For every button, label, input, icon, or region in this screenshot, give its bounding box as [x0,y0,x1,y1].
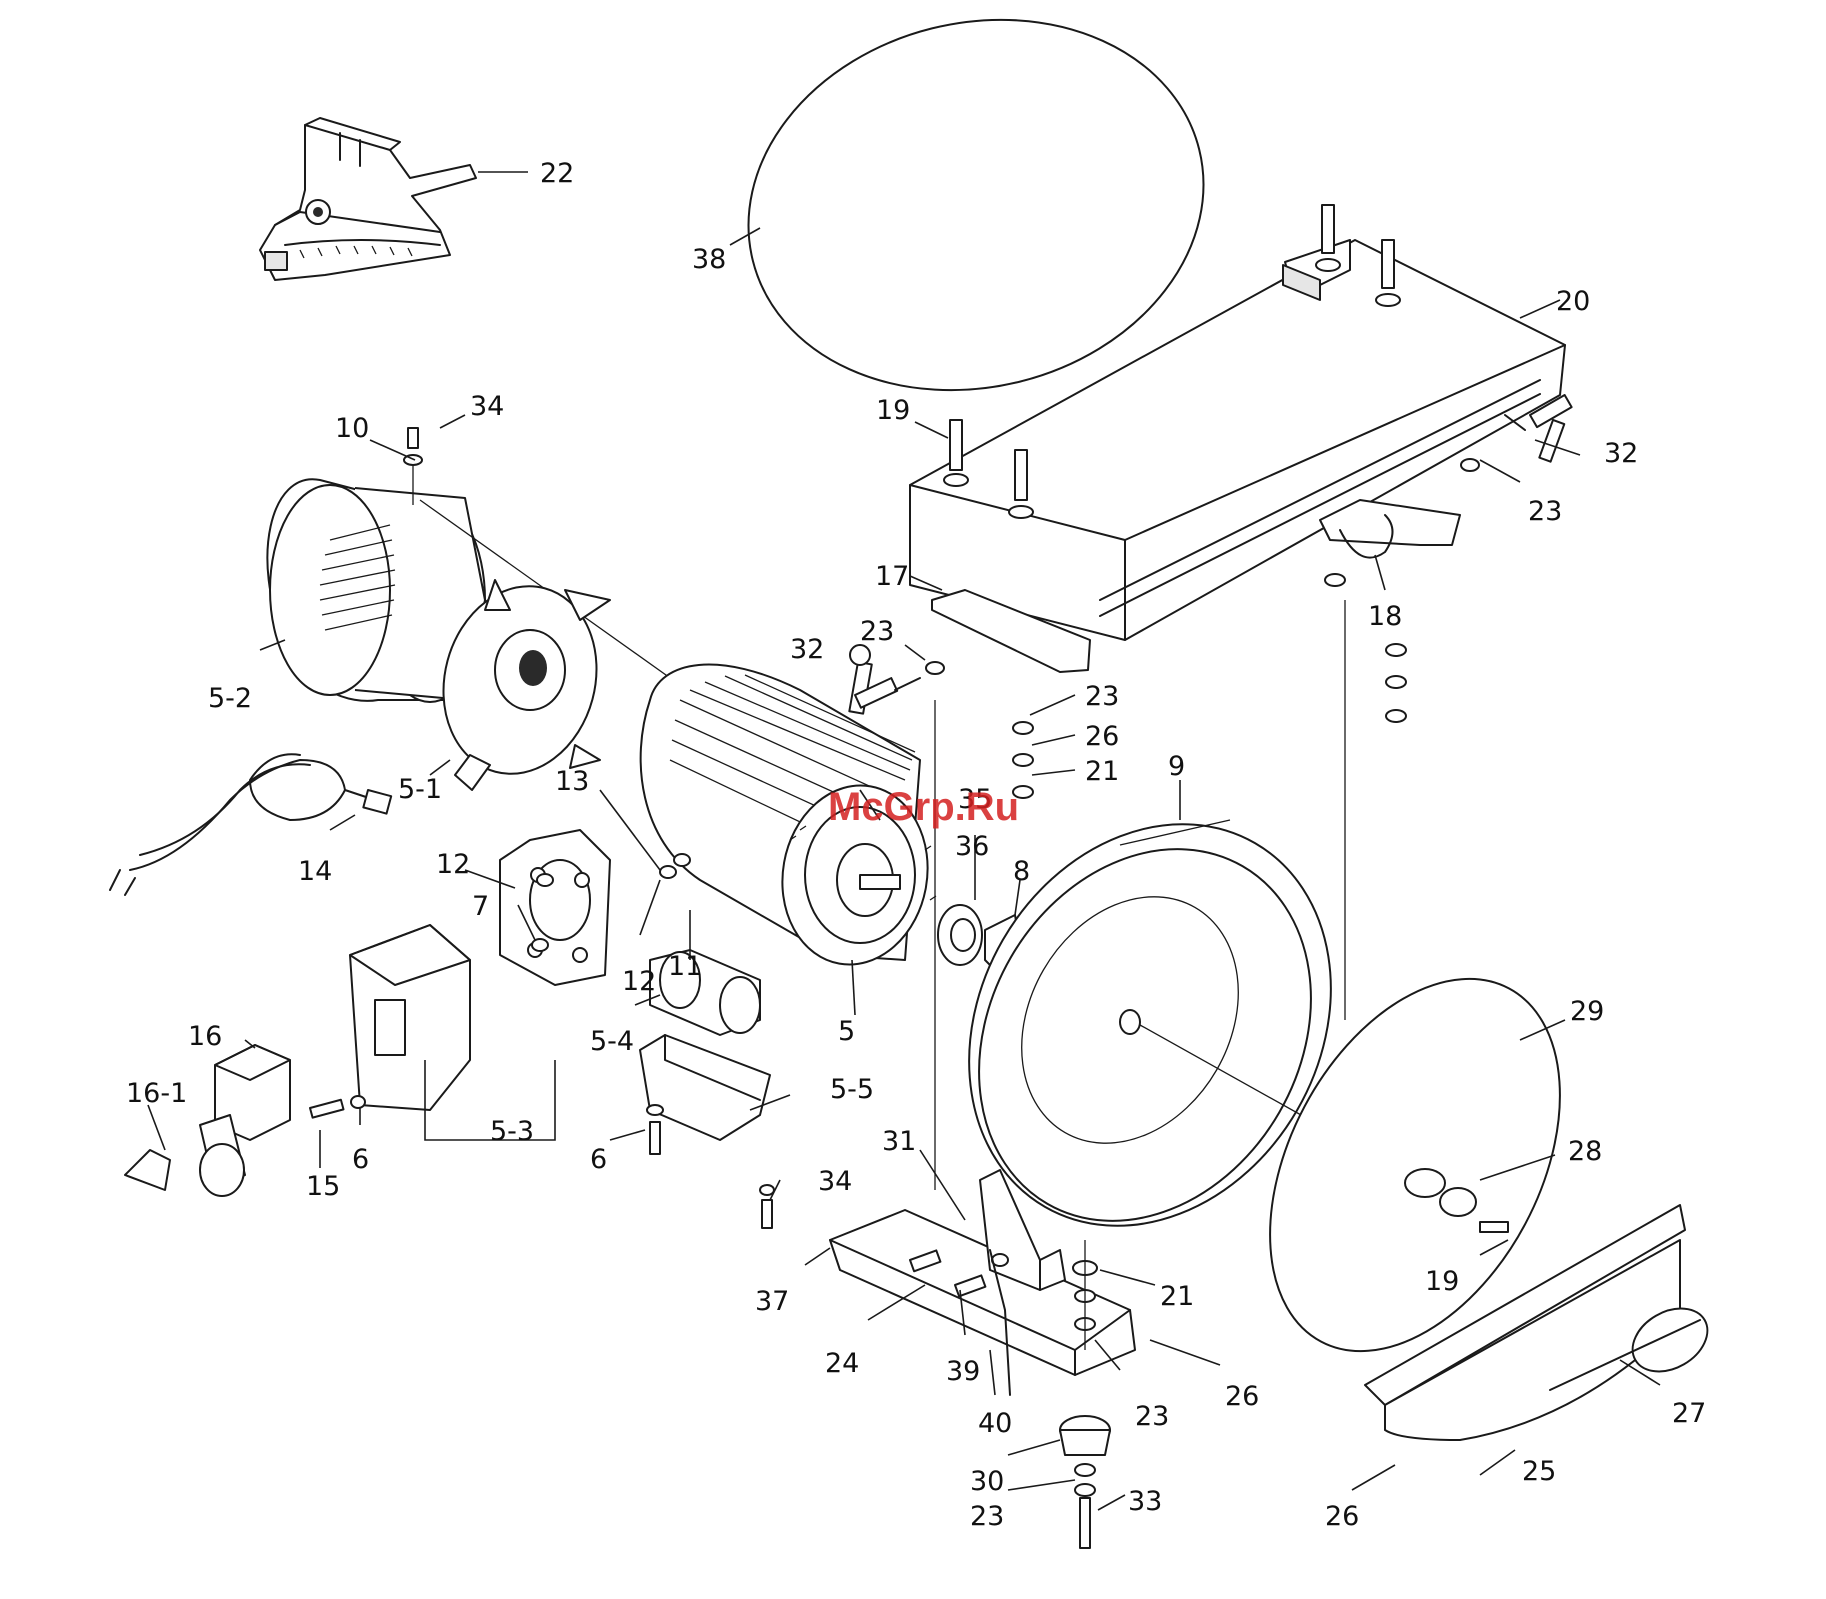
callout-23b: 23 [860,616,894,647]
callout-26a: 26 [1085,721,1119,752]
callout-29: 29 [1570,996,1604,1027]
work-table [910,240,1565,640]
power-cord [110,754,391,895]
switch-box [350,830,610,1110]
callout-16-1: 16-1 [126,1078,187,1109]
callout-22: 22 [540,158,574,189]
callout-5-4: 5-4 [590,1026,634,1057]
callout-36: 36 [955,831,989,862]
watermark: McGrp.Ru [828,785,1019,829]
callout-24: 24 [825,1348,859,1379]
callout-6a: 6 [590,1144,607,1175]
callout-17: 17 [875,561,909,592]
bearing [938,905,982,965]
lock-handle-left [849,645,920,714]
callout-19a: 19 [876,395,910,426]
callout-34a: 34 [470,391,504,422]
callout-31: 31 [882,1126,916,1157]
callout-34b: 34 [818,1166,852,1197]
callout-15: 15 [306,1171,340,1202]
callout-21b: 21 [1160,1281,1194,1312]
callout-21a: 21 [1085,756,1119,787]
callout-26c: 26 [1325,1501,1359,1532]
callout-9: 9 [1168,751,1185,782]
callout-5-5: 5-5 [830,1074,874,1105]
callout-40: 40 [978,1408,1012,1439]
callout-39: 39 [946,1356,980,1387]
callout-32b: 32 [790,634,824,665]
callout-16: 16 [188,1021,222,1052]
switch [125,1045,290,1196]
callout-27: 27 [1672,1398,1706,1429]
miter-gauge [260,118,476,280]
callout-5-1: 5-1 [398,774,442,805]
callout-11: 11 [668,951,702,982]
callout-18: 18 [1368,601,1402,632]
callout-38: 38 [692,244,726,275]
capacitor [650,950,760,1035]
callout-26b: 26 [1225,1381,1259,1412]
callout-37: 37 [755,1286,789,1317]
callout-12b: 12 [622,966,656,997]
callout-10: 10 [335,413,369,444]
callout-19b: 19 [1425,1266,1459,1297]
callout-5: 5 [838,1016,855,1047]
callout-32a: 32 [1604,438,1638,469]
callout-33: 33 [1128,1486,1162,1517]
callout-25: 25 [1522,1456,1556,1487]
callout-23d: 23 [1135,1401,1169,1432]
callout-6b: 6 [352,1144,369,1175]
callout-14: 14 [298,856,332,887]
callout-28: 28 [1568,1136,1602,1167]
callout-20: 20 [1556,286,1590,317]
callout-23e: 23 [970,1501,1004,1532]
callout-7: 7 [472,891,489,922]
callout-12a: 12 [436,849,470,880]
callout-30: 30 [970,1466,1004,1497]
callout-5-3: 5-3 [490,1116,534,1147]
callout-8: 8 [1013,856,1030,887]
callout-23a: 23 [1528,496,1562,527]
callout-23c: 23 [1085,681,1119,712]
callout-13: 13 [555,766,589,797]
callout-5-2: 5-2 [208,683,252,714]
